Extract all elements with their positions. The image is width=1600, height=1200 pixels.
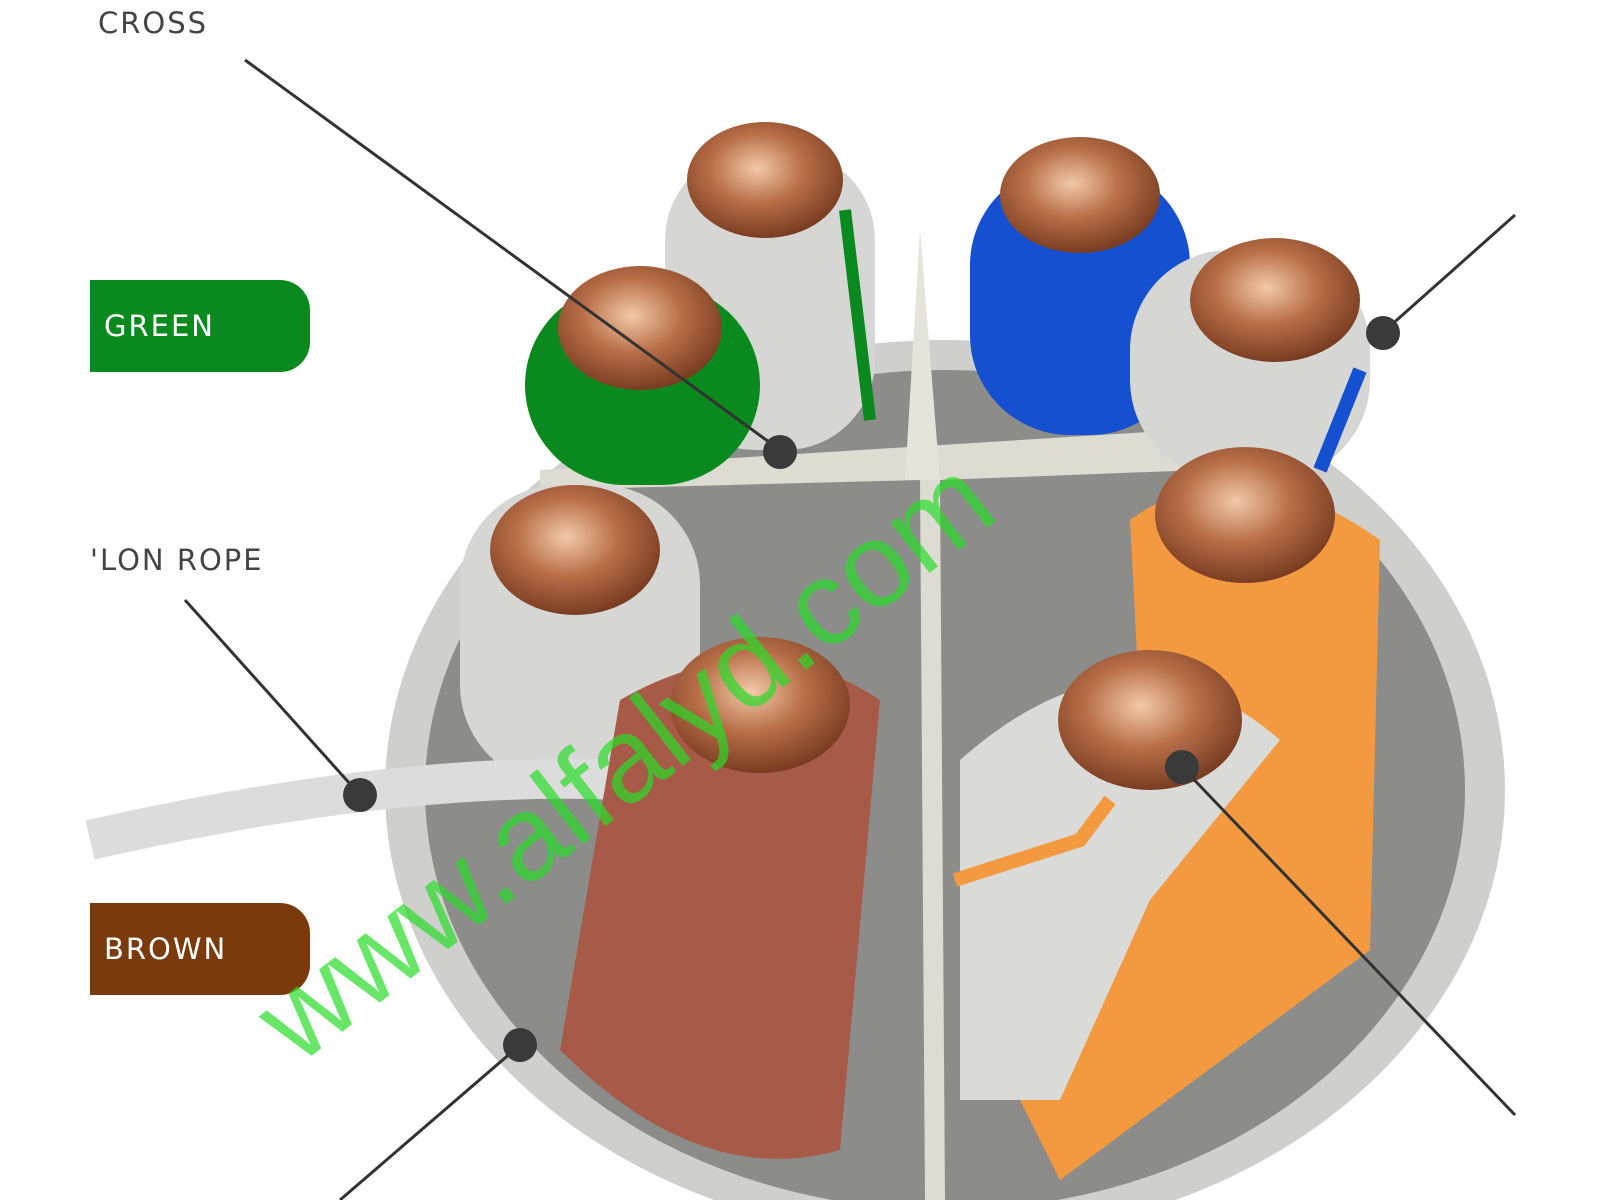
callout-dot-cross [763,435,797,469]
wire-green [525,266,760,485]
label-nylon-rope: 'LON ROPE [90,543,264,577]
callout-dot-conductor [1165,750,1199,784]
nylon-rope [85,758,621,860]
wire-brown [560,637,880,1159]
label-green: GREEN [90,280,310,372]
wire-blue-white [1130,238,1370,480]
callout-dot-jacket [503,1028,537,1062]
callout-dot-rope [343,778,377,812]
callout-dot-blue-white [1366,316,1400,350]
label-cross: CROSS [98,6,209,40]
label-brown: BROWN [90,903,310,995]
leader-lines [183,58,1517,1200]
